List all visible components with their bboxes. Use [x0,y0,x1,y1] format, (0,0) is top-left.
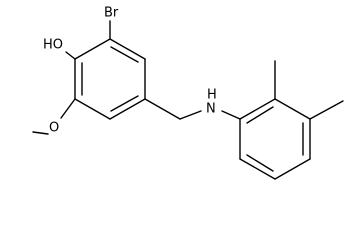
double-bond-inner [246,154,274,172]
amine-nitrogen-label: N [206,102,216,117]
bond [109,38,146,60]
dimethylphenyl-ring [239,98,311,180]
bond-to-methoxy-o [60,98,76,119]
bond-methoxy-methyl [32,131,49,135]
bond-methyl-3 [309,100,344,120]
hydroxyl-label: HO [43,38,63,53]
bond [239,158,276,180]
bond-n-to-aryl [221,110,241,120]
double-bond-inner [246,106,274,124]
bond [274,158,311,180]
bond [74,38,111,60]
methoxy-oxygen-label: O [49,121,59,136]
bromine-label: Br [104,6,119,21]
bond-ch2-to-n [179,110,202,120]
molecule-diagram: Br HO O H N [32,6,344,180]
double-bond-inner [110,95,139,112]
bond [239,98,276,120]
phenol-ring [74,38,146,120]
bond-to-hydroxyl [65,51,76,60]
bond [274,98,311,120]
amine-hydrogen-label: H [207,88,217,103]
double-bond-inner [110,46,139,63]
bond [74,98,111,120]
bond [109,98,146,120]
bond-ring-to-ch2 [144,98,181,120]
